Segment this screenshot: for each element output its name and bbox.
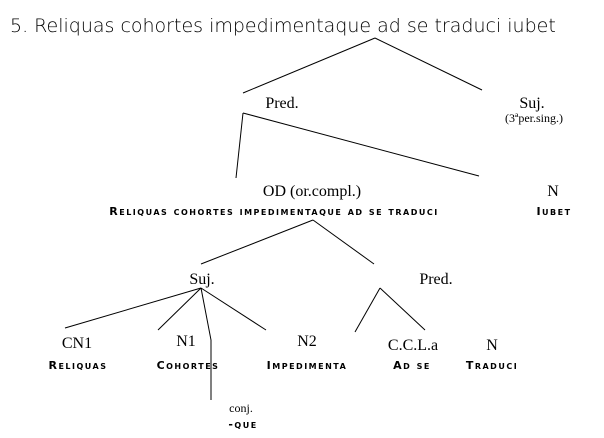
edge-suj-conj: [200, 287, 212, 400]
node-pred-sub: Pred.: [419, 271, 452, 288]
edge-pred-od: [235, 112, 244, 179]
word-que: -que: [228, 418, 257, 431]
node-n2: N2: [297, 333, 317, 350]
word-cohortes: Cohortes: [157, 359, 220, 372]
edge-pred-n-traduci: [379, 287, 426, 331]
node-cn1: CN1: [62, 335, 92, 352]
node-pred: Pred.: [265, 95, 298, 112]
edge-root-pred: [242, 37, 376, 94]
edge-suj-n2: [200, 287, 267, 331]
edge-pred-ccl: [354, 287, 381, 333]
word-impedimenta: Impedimenta: [267, 359, 348, 372]
word-reliquas: Reliquas: [48, 359, 107, 372]
node-ccl: C.C.L.a: [388, 337, 438, 354]
node-n1: N1: [176, 333, 196, 350]
node-suj-sub: Suj.: [189, 271, 214, 288]
word-ad-se: Ad se: [393, 359, 431, 372]
edge-suj-cn1: [64, 287, 202, 329]
node-suj-note: (3ªper.sing.): [505, 111, 563, 125]
edge-od-suj: [200, 219, 314, 265]
node-suj: Suj.: [519, 95, 544, 112]
node-n-traduci: N: [486, 337, 498, 354]
node-conj: conj.: [229, 401, 253, 415]
node-n: N: [547, 183, 559, 200]
edge-suj-n1: [157, 287, 202, 331]
node-od: OD (or.compl.): [263, 183, 361, 200]
sentence-title: 5. Reliquas cohortes impedimentaque ad s…: [10, 15, 556, 37]
edge-root-suj: [374, 37, 483, 91]
word-traduci: Traduci: [466, 359, 518, 372]
edge-od-pred: [312, 219, 375, 265]
od-words: Reliquas cohortes impedimentaque ad se t…: [109, 205, 438, 218]
tree-edges: [64, 37, 483, 400]
edge-pred-n: [242, 112, 480, 177]
n-word-iubet: Iubet: [536, 205, 571, 218]
